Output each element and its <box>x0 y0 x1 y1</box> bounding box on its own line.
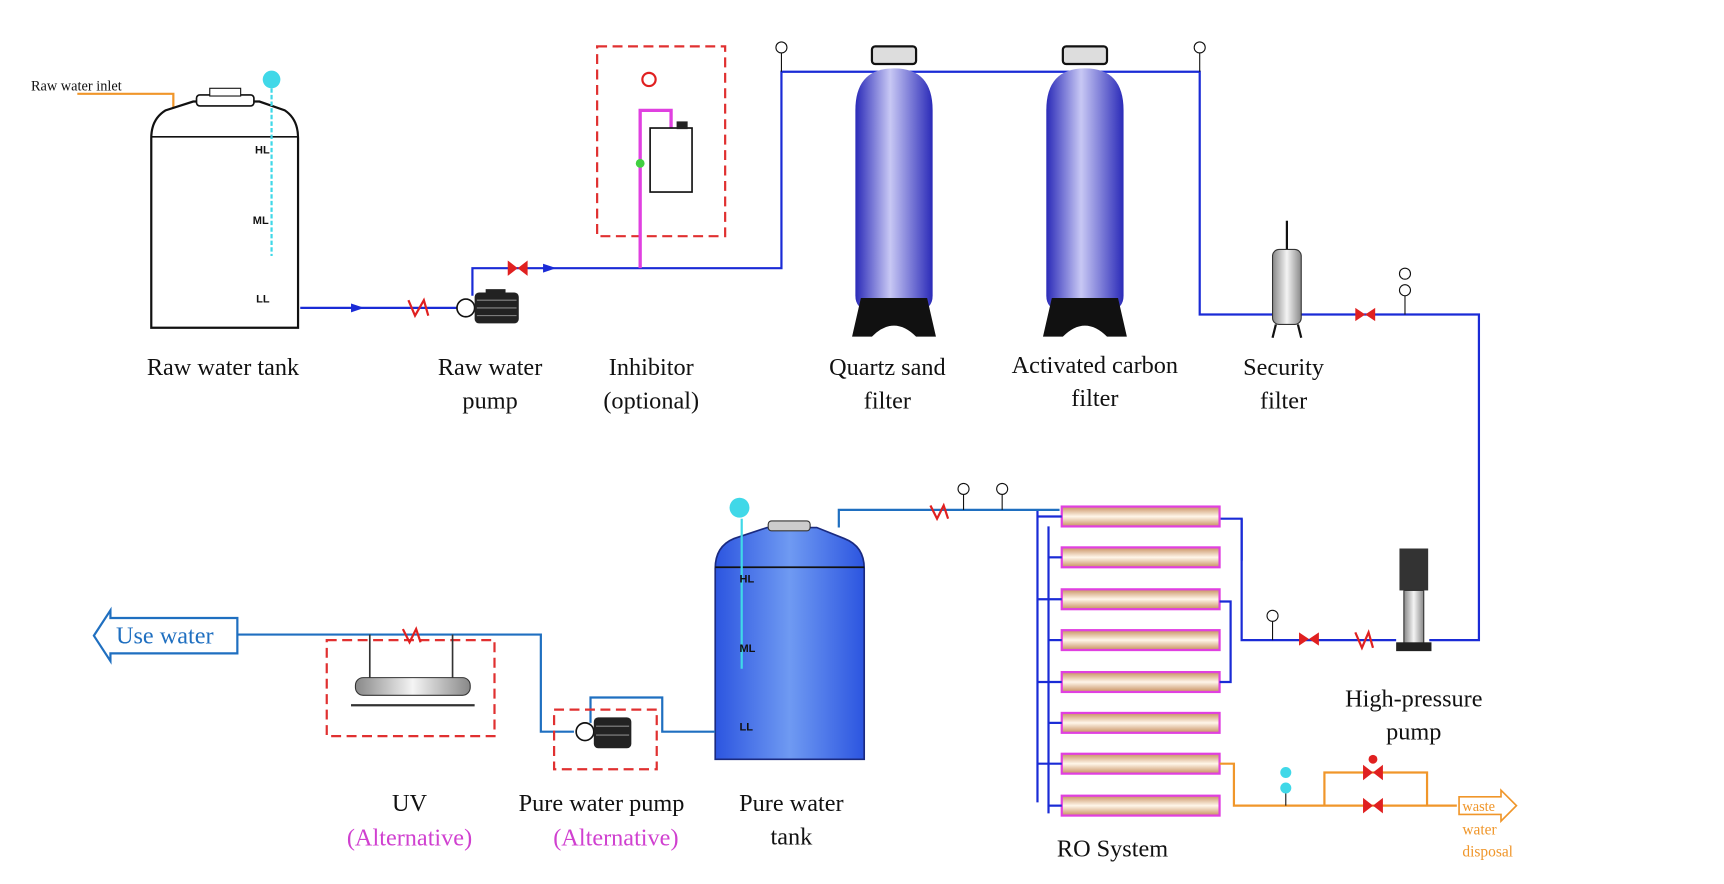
check-valve-icon <box>407 297 430 319</box>
high-pressure-pump <box>1396 548 1432 652</box>
pure-hl-label: HL <box>739 574 754 586</box>
inhibitor-tank <box>649 127 693 193</box>
quartz-label: Quartz sand <box>829 354 946 381</box>
pure-pump-label: Pure water pump <box>519 790 685 817</box>
dosing-valve-icon <box>635 158 645 168</box>
pure-suction-pipe <box>589 696 716 733</box>
uv-label: UV <box>392 790 428 817</box>
hp-pump-label: High-pressure <box>1345 685 1482 712</box>
inhibitor-optional-box <box>596 45 727 238</box>
raw-ll-label: LL <box>256 293 270 305</box>
pressure-gauge-icon <box>775 41 788 72</box>
pure-tank-label: Pure water <box>739 790 843 817</box>
waste-arrow <box>1458 788 1518 824</box>
ro-membrane-4 <box>1060 629 1221 652</box>
valve-icon <box>1299 632 1319 646</box>
pure-tank-label-2: tank <box>770 823 813 850</box>
ro-membrane-3 <box>1060 588 1221 611</box>
pressure-gauge-icon <box>957 482 970 510</box>
level-gauge-head-icon <box>729 497 750 518</box>
conductivity-meter-icon <box>1280 767 1292 806</box>
raw-hl-label: HL <box>255 144 270 156</box>
ro-label: RO System <box>1057 835 1168 862</box>
raw-water-pump <box>456 289 519 324</box>
pure-pump-alternative-box <box>552 708 658 771</box>
valve-icon <box>1363 797 1383 814</box>
ro-manifolds <box>1036 509 1243 814</box>
security-label-2: filter <box>1260 387 1307 414</box>
pure-ml-label: ML <box>739 643 755 655</box>
waste-label: water <box>1462 821 1496 838</box>
ro-membrane-2 <box>1060 546 1221 569</box>
pure-water-pump <box>575 717 632 749</box>
check-valve-icon <box>1354 629 1375 651</box>
waste-label-2: disposal <box>1462 843 1513 860</box>
pressure-gauge-icon <box>1193 41 1206 72</box>
valve-icon <box>507 260 528 276</box>
dosing-indicator-icon <box>641 71 657 88</box>
security-label: Security <box>1243 354 1325 381</box>
raw-ml-label: ML <box>253 215 269 227</box>
raw-water-inlet-label: Raw water inlet <box>31 78 122 94</box>
inlet-pipe <box>77 92 175 109</box>
raw-pump-label-2: pump <box>462 387 517 414</box>
flow-arrow-icon <box>351 303 365 313</box>
raw-pump-label: Raw water <box>438 354 542 381</box>
uv-alternative-label: (Alternative) <box>347 824 472 851</box>
concentrate-pipe <box>1219 762 1457 807</box>
pressure-gauge-icon <box>996 482 1009 510</box>
pure-water-tank: HL ML LL <box>714 497 866 761</box>
inhibitor-label: Inhibitor <box>609 354 694 381</box>
level-gauge-head-icon <box>262 70 281 89</box>
ro-membrane-bank <box>1037 505 1221 817</box>
use-water-label: Use water <box>116 622 214 649</box>
quartz-label-2: filter <box>864 387 911 414</box>
flow-arrow-icon <box>543 263 557 273</box>
ro-membrane-6 <box>1060 711 1221 734</box>
ro-membrane-8 <box>1060 794 1221 817</box>
ro-membrane-7 <box>1060 752 1221 775</box>
hp-pump-label-2: pump <box>1386 718 1441 745</box>
quartz-sand-filter <box>852 45 936 337</box>
ro-membrane-1 <box>1060 505 1221 528</box>
use-water-arrow <box>92 606 239 665</box>
pressure-gauge-icon <box>1398 267 1412 315</box>
pure-pump-alternative-label: (Alternative) <box>553 824 678 851</box>
permeate-pipe <box>837 508 1060 528</box>
activated-carbon-filter <box>1042 45 1127 337</box>
ro-membrane-5 <box>1060 671 1221 694</box>
control-valve-icon <box>1363 764 1383 781</box>
pure-ll-label: LL <box>739 722 753 734</box>
raw-water-tank: HL ML LL <box>150 70 300 329</box>
raw-water-tank-label: Raw water tank <box>147 354 300 381</box>
inhibitor-label-2: (optional) <box>603 387 699 414</box>
carbon-label: Activated carbon <box>1012 352 1178 379</box>
uv-sterilizer <box>354 677 471 696</box>
waste-arrow-label: waste <box>1462 799 1495 815</box>
security-filter <box>1271 220 1303 338</box>
use-water-pipe <box>237 633 574 733</box>
pressure-gauge-icon <box>1266 609 1279 641</box>
check-valve-icon <box>401 626 422 645</box>
carbon-label-2: filter <box>1071 385 1118 412</box>
check-valve-icon <box>929 502 950 522</box>
